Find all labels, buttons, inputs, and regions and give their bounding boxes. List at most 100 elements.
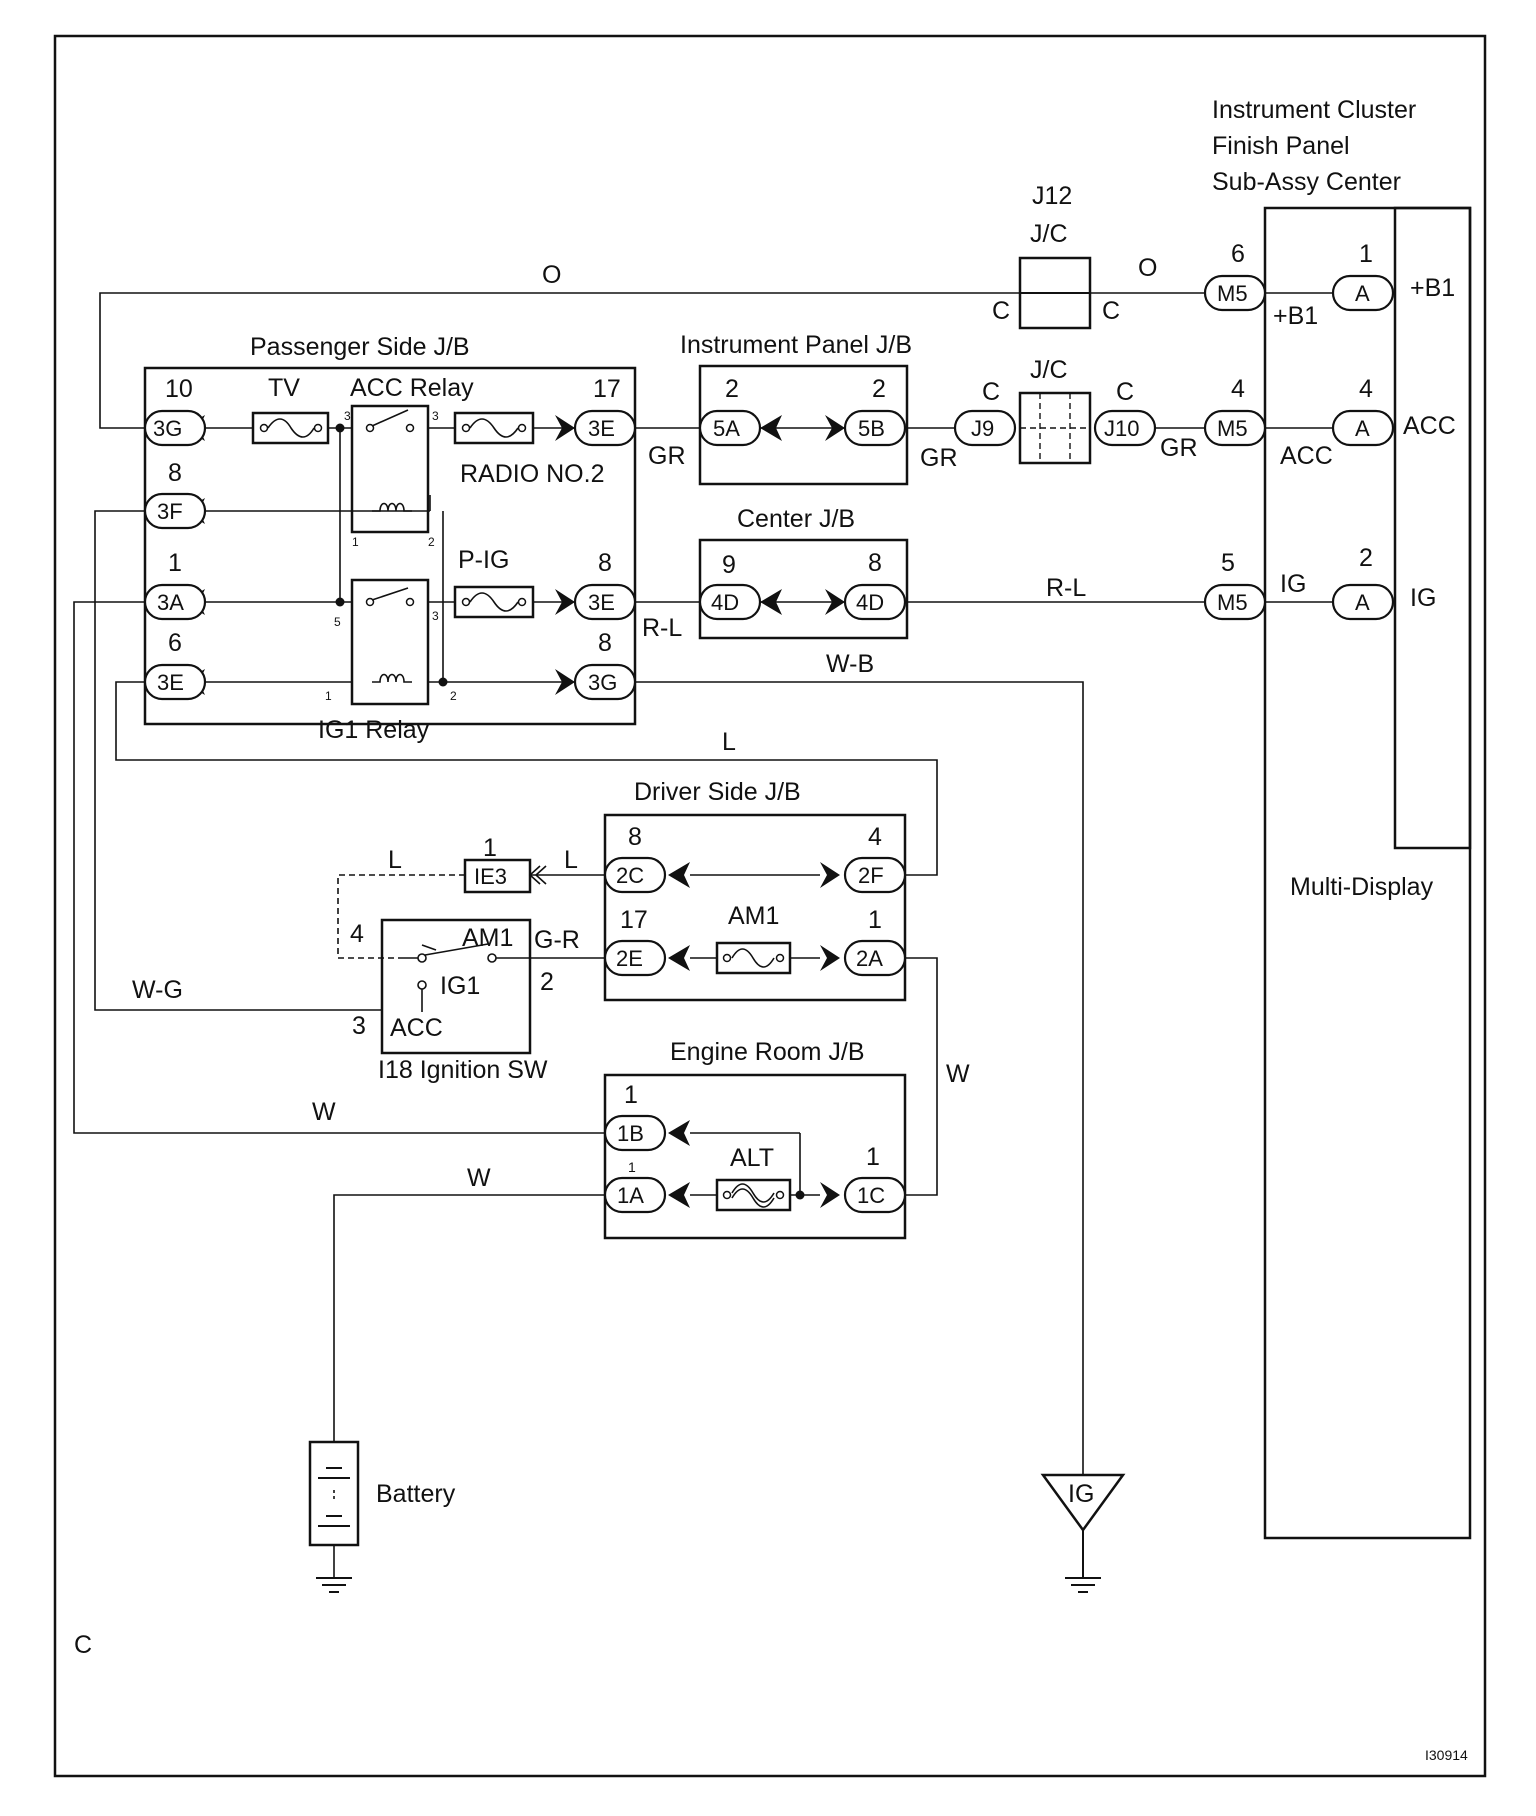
figure-id: I30914 (1425, 1747, 1468, 1763)
wire-l-b: L (564, 846, 578, 874)
connector-arrows (183, 415, 845, 1208)
conn-2c: 2C (616, 863, 644, 888)
ig1-relay-pin-3: 3 (432, 609, 439, 623)
switch-acc-label: ACC (390, 1014, 443, 1042)
ig1-relay-pin-2: 2 (450, 689, 457, 703)
ignition-switch: AM1 IG1 ACC I18 Ignition SW 4 2 3 (350, 918, 554, 1084)
c-left-mid: C (982, 378, 1000, 406)
acc-relay-pin-1: 1 (352, 535, 359, 549)
instrument-cluster-label-1: Instrument Cluster (1212, 96, 1416, 124)
acc-relay-pin-2: 2 (428, 535, 435, 549)
driver-side-jb: Driver Side J/B AM1 (603, 778, 907, 1002)
pin-d4: 4 (868, 823, 882, 851)
wire-o-left: O (542, 261, 561, 289)
wires (73, 292, 1333, 1578)
conn-1a: 1A (617, 1183, 644, 1208)
alt-fuse-label: ALT (730, 1144, 774, 1172)
center-jb-label: Center J/B (737, 505, 855, 533)
wire-l-top: L (722, 728, 736, 756)
wire-gr-1: GR (648, 442, 686, 470)
wire-gr-2: GR (920, 444, 958, 472)
conn-1b: 1B (617, 1121, 644, 1146)
conn-m5-acc: M5 (1217, 416, 1248, 441)
switch-pin-4: 4 (350, 920, 364, 948)
page-code: C (74, 1631, 92, 1659)
wire-rl-1: R-L (642, 614, 682, 642)
page-frame (53, 34, 1487, 1778)
conn-a-acc: A (1355, 416, 1370, 441)
switch-pin-2: 2 (540, 968, 554, 996)
ignition-sw-label: I18 Ignition SW (378, 1056, 548, 1084)
switch-ig1-label: IG1 (440, 972, 480, 1000)
terminal-ig-outer: IG (1280, 570, 1306, 598)
acc-relay-pin-3b: 3 (432, 409, 439, 423)
pin-i2b: 2 (872, 375, 886, 403)
wire-l-a: L (388, 846, 402, 874)
pin-d1: 1 (868, 906, 882, 934)
ig1-relay-pin-5: 5 (334, 615, 341, 629)
wire-wg: W-G (132, 976, 183, 1004)
multi-display-label: Multi-Display (1290, 873, 1434, 901)
instrument-panel-jb: Instrument Panel J/B (680, 331, 912, 486)
pin-p17: 17 (593, 375, 621, 403)
junction-dots (335, 423, 805, 1200)
tv-fuse-label: TV (268, 374, 300, 402)
wire-w-left: W (312, 1098, 336, 1126)
engine-room-jb: Engine Room J/B ALT (603, 1038, 907, 1240)
pin-a-2: 2 (1359, 544, 1373, 572)
wire-labels: O O GR GR GR R-L R-L W-B L L L G-R W-G W… (132, 254, 1198, 1192)
wire-rl-2: R-L (1046, 574, 1086, 602)
ie3-pin-1: 1 (483, 834, 497, 862)
pin-e1b: 1 (624, 1081, 638, 1109)
pin-m5-4: 4 (1231, 375, 1245, 403)
acc-relay-label: ACC Relay (350, 374, 474, 402)
pin-p8a: 8 (168, 459, 182, 487)
conn-a-b1: A (1355, 281, 1370, 306)
radio-fuse-label: RADIO NO.2 (460, 460, 604, 488)
connectors: M5 A M5 A M5 A J9 J10 3G 3E 3F 3A 3E 3E … (143, 274, 1395, 1214)
battery-label: Battery (376, 1480, 456, 1508)
conn-5a: 5A (713, 416, 740, 441)
ie3-connector: IE3 1 (463, 834, 547, 894)
battery: Battery (308, 1440, 456, 1593)
ig-ground: IG (1040, 1473, 1126, 1593)
conn-2f: 2F (858, 863, 884, 888)
instrument-cluster-label-2: Finish Panel (1212, 132, 1350, 160)
conn-1c: 1C (857, 1183, 885, 1208)
mid-junction-connector: J/C C C (982, 356, 1134, 465)
conn-3f: 3F (157, 499, 183, 524)
acc-relay-pin-3a: 3 (344, 409, 351, 423)
wire-gr-3: GR (1160, 434, 1198, 462)
conn-m5-b1: M5 (1217, 281, 1248, 306)
pig-fuse-label: P-IG (458, 546, 509, 574)
conn-3e-mid: 3E (588, 590, 615, 615)
ie3-label: IE3 (474, 864, 507, 889)
wire-w-right: W (946, 1060, 970, 1088)
jc-top-label: J/C (1030, 220, 1068, 248)
switch-pin-3: 3 (352, 1012, 366, 1040)
pin-m5-5: 5 (1221, 549, 1235, 577)
conn-m5-ig: M5 (1217, 590, 1248, 615)
pin-p8b: 8 (598, 549, 612, 577)
pin-d8: 8 (628, 823, 642, 851)
instrument-cluster: Instrument Cluster Finish Panel Sub-Assy… (1212, 96, 1472, 1540)
conn-a-ig: A (1355, 590, 1370, 615)
wire-gr-sw: G-R (534, 926, 580, 954)
c-left-top: C (992, 297, 1010, 325)
pin-e1c: 1 (866, 1143, 880, 1171)
pin-m5-6: 6 (1231, 240, 1245, 268)
pin-numbers: 6 1 4 4 5 2 10 17 8 1 8 6 8 2 2 9 8 8 4 … (165, 240, 1373, 1175)
conn-j10: J10 (1104, 416, 1139, 441)
terminal-ig-inner: IG (1410, 584, 1436, 612)
ig1-relay-label: IG1 Relay (318, 716, 430, 744)
terminal-b1-inner: +B1 (1410, 274, 1455, 302)
pin-i2a: 2 (725, 375, 739, 403)
ig1-relay-pin-1: 1 (325, 689, 332, 703)
ig-ground-label: IG (1068, 1480, 1094, 1508)
pin-a-1: 1 (1359, 240, 1373, 268)
conn-3a: 3A (157, 590, 184, 615)
pin-e1a: 1 (628, 1159, 636, 1175)
conn-4d-left: 4D (711, 590, 739, 615)
c-right-mid: C (1116, 378, 1134, 406)
